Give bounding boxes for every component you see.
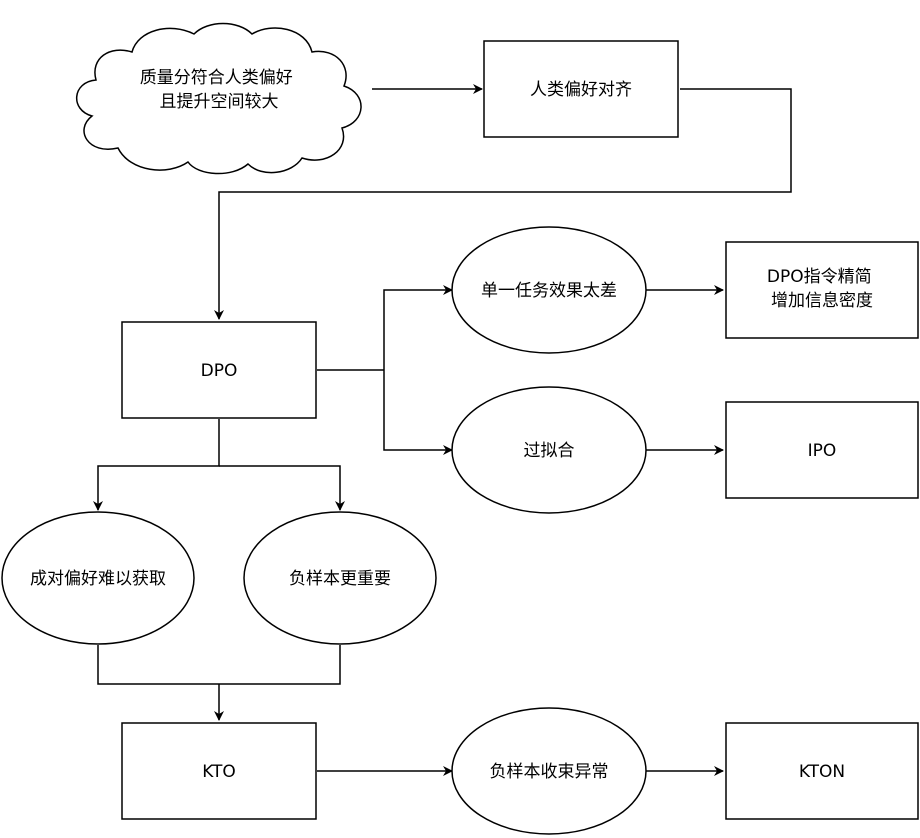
- node-neg-converge[interactable]: 负样本收束异常: [451, 707, 647, 835]
- svg-text:DPO指令精简 增加信息密度: DPO指令精简 增加信息密度: [767, 267, 877, 311]
- edges: [93, 84, 792, 776]
- node-neg-important[interactable]: 负样本更重要: [243, 511, 437, 645]
- node-dpo-instr-line-1: DPO指令精简: [767, 267, 872, 287]
- node-single-task[interactable]: 单一任务效果太差: [451, 226, 647, 354]
- node-overfit-label: 过拟合: [524, 441, 575, 461]
- node-ipo-label: IPO: [808, 441, 837, 461]
- node-neg-important-label: 负样本更重要: [289, 569, 391, 589]
- node-dpo-instr[interactable]: DPO指令精简 增加信息密度: [725, 241, 919, 339]
- node-cloud-quality-line-2: 且提升空间较大: [160, 92, 279, 112]
- node-human-pref-label: 人类偏好对齐: [530, 80, 632, 100]
- svg-text:质量分符合人类偏好 且提升空间较大: 质量分符合人类偏好 且提升空间较大: [140, 68, 298, 112]
- node-ipo[interactable]: IPO: [725, 401, 919, 499]
- node-pair-hard[interactable]: 成对偏好难以获取: [1, 511, 195, 645]
- node-dpo-instr-line-2: 增加信息密度: [771, 291, 873, 311]
- node-kton-label: KTON: [799, 762, 845, 782]
- node-single-task-label: 单一任务效果太差: [481, 281, 617, 301]
- edge-human-pref-to-dpo: [214, 88, 792, 320]
- node-human-pref[interactable]: 人类偏好对齐: [483, 40, 679, 138]
- node-kto-label: KTO: [202, 762, 236, 782]
- edge-branch-to-single-task: [383, 285, 453, 370]
- edge-dpo-split: [93, 419, 220, 511]
- edge-merge-to-kto: [97, 645, 341, 720]
- node-kto[interactable]: KTO: [121, 722, 317, 820]
- edge-branch-to-overfit: [383, 370, 453, 455]
- node-overfit[interactable]: 过拟合: [451, 386, 647, 514]
- node-pair-hard-label: 成对偏好难以获取: [30, 569, 166, 589]
- node-dpo[interactable]: DPO: [121, 321, 317, 419]
- edge-dpo-split-right: [219, 465, 345, 511]
- node-neg-converge-label: 负样本收束异常: [490, 762, 609, 782]
- node-dpo-label: DPO: [201, 361, 238, 381]
- node-cloud-quality-line-1: 质量分符合人类偏好: [140, 68, 293, 88]
- node-cloud-quality[interactable]: 质量分符合人类偏好 且提升空间较大: [75, 22, 362, 175]
- node-kton[interactable]: KTON: [725, 722, 919, 820]
